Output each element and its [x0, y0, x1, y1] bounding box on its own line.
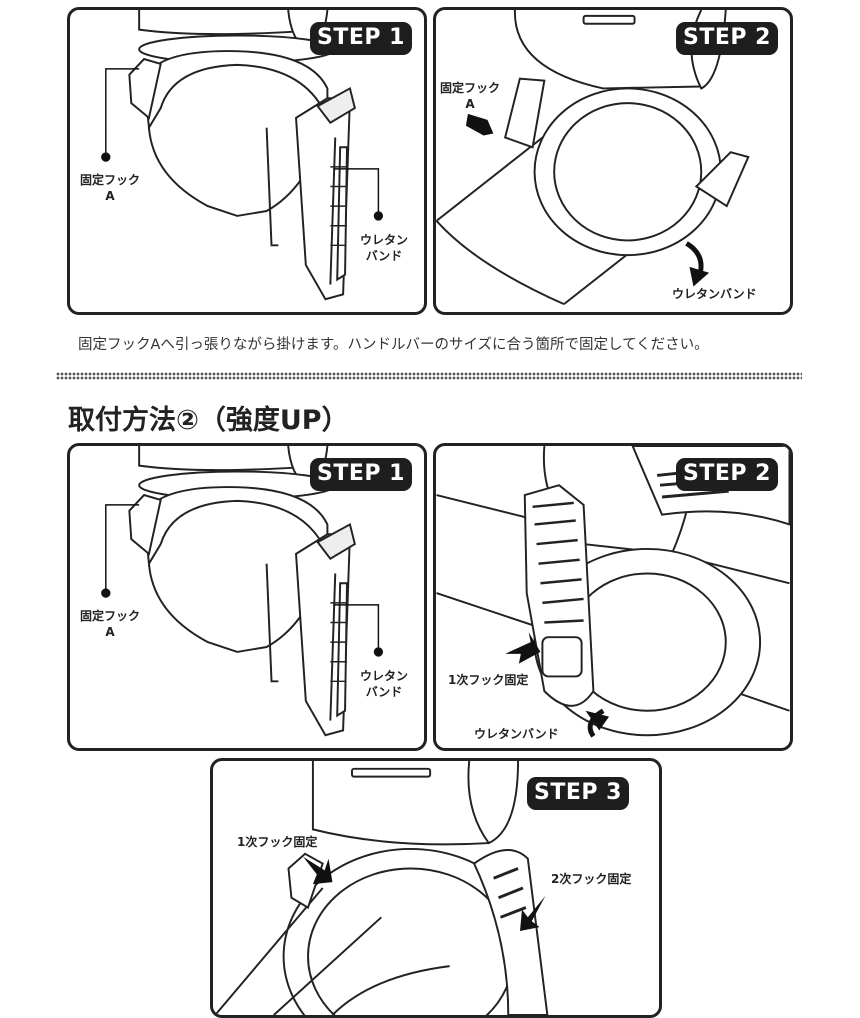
step3-diagram: STEP 3 1次フック固定 2次フック固定 — [210, 758, 662, 1018]
first-hook-label: 1次フック固定 — [448, 673, 529, 687]
mount-illustration — [101, 446, 384, 737]
step-badge: STEP 1 — [310, 22, 412, 55]
second-hook-label: 2次フック固定 — [551, 872, 632, 886]
urethane-band-label: ウレタンバンド — [360, 233, 409, 263]
step2-diagram-bottom: STEP 2 1次フック固定 ウレタンバンド — [433, 443, 793, 751]
step-badge: STEP 2 — [676, 22, 778, 55]
urethane-band-label: ウレタンバンド — [360, 669, 409, 699]
dotted-divider — [56, 372, 802, 380]
step-badge: STEP 1 — [310, 458, 412, 491]
section-title: 取付方法②（強度UP） — [68, 405, 349, 436]
band-wrap-illustration — [436, 446, 790, 738]
step-badge: STEP 2 — [676, 458, 778, 491]
instruction-caption: 固定フックAへ引っ張りながら掛けます。ハンドルバーのサイズに合う箇所で固定してく… — [78, 337, 709, 353]
urethane-band-label: ウレタンバンド — [474, 727, 559, 741]
double-hook-illustration — [214, 761, 549, 1015]
first-hook-label: 1次フック固定 — [237, 835, 318, 849]
handlebar-illustration — [436, 10, 750, 306]
urethane-band-label: ウレタンバンド — [672, 287, 757, 301]
mount-illustration — [101, 10, 384, 301]
step-badge: STEP 3 — [527, 777, 629, 810]
